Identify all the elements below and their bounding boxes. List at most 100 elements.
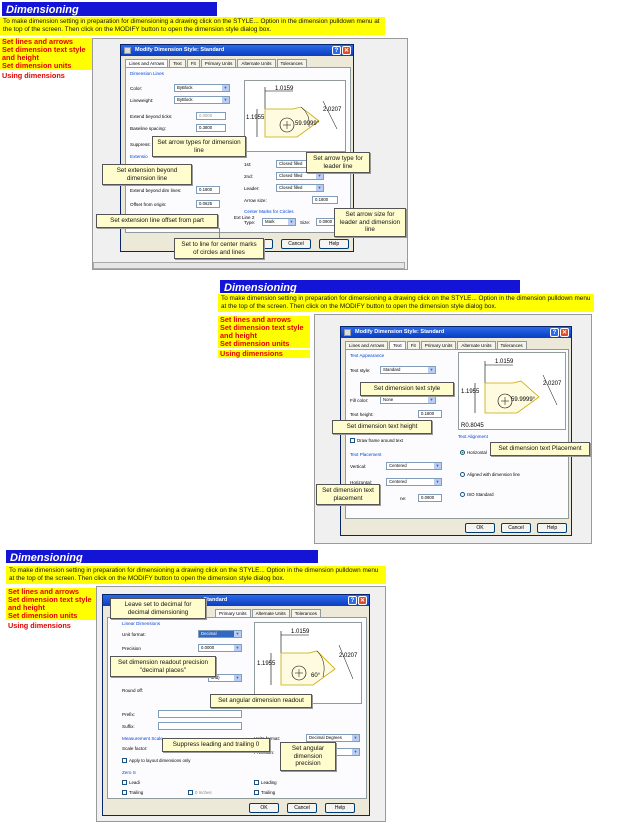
radio-dot[interactable] <box>460 492 465 497</box>
cancel-button[interactable]: Cancel <box>281 239 311 249</box>
ok-button[interactable]: OK <box>465 523 495 533</box>
apply-layout-checkbox[interactable]: Apply to layout dimensions only <box>122 758 191 763</box>
angular-leading-checkbox[interactable]: Leading <box>254 780 277 785</box>
tab-tolerances[interactable]: Tolerances <box>290 609 321 617</box>
vertical-select[interactable]: Centered▼ <box>386 462 442 470</box>
topic-units[interactable]: Set dimension units <box>6 612 98 620</box>
prefix-label: Prefix: <box>122 712 136 717</box>
tab-tolerances[interactable]: Tolerances <box>276 59 307 67</box>
help-button[interactable]: Help <box>319 239 349 249</box>
chevron-down-icon[interactable]: ▼ <box>434 479 441 485</box>
arrow-second-select[interactable]: Closed filled▼ <box>276 172 324 180</box>
chevron-down-icon[interactable]: ▼ <box>352 735 359 741</box>
offset-input[interactable]: 0.0625 <box>196 200 220 208</box>
cancel-button[interactable]: Cancel <box>501 523 531 533</box>
topic-units[interactable]: Set dimension units <box>0 62 92 70</box>
arrow-size-input[interactable]: 0.1800 <box>312 196 338 204</box>
chevron-down-icon[interactable]: ▼ <box>234 675 241 681</box>
fill-color-select[interactable]: None▼ <box>380 396 436 404</box>
angular-units-select[interactable]: Decimal Degrees▼ <box>306 734 360 742</box>
tab-tolerances[interactable]: Tolerances <box>496 341 527 349</box>
tab-fit[interactable]: Fit <box>406 341 420 349</box>
help-icon[interactable]: ? <box>332 46 341 55</box>
extend-dim-input[interactable]: 0.1800 <box>196 186 220 194</box>
preview-drawing: 1.0159 1.1955 2.0207 59.9999° <box>246 86 342 138</box>
leading-checkbox[interactable]: Leadi <box>122 780 140 785</box>
tab-primary-units[interactable]: Primary Units <box>200 59 237 67</box>
close-icon[interactable]: ✕ <box>342 46 351 55</box>
tab-fit[interactable]: Fit <box>186 59 200 67</box>
precision-select[interactable]: 0.0000▼ <box>198 644 242 652</box>
chevron-down-icon[interactable]: ▼ <box>222 85 229 91</box>
checkbox-box[interactable] <box>254 790 259 795</box>
tab-alternate-units[interactable]: Alternate Units <box>251 609 290 617</box>
topic-using[interactable]: Using dimensions <box>0 72 92 80</box>
lineweight-select[interactable]: ByBlock▼ <box>174 96 230 104</box>
chevron-down-icon[interactable]: ▼ <box>234 645 241 651</box>
close-icon[interactable]: ✕ <box>560 328 569 337</box>
chevron-down-icon[interactable]: ▼ <box>234 631 241 637</box>
tab-text[interactable]: Text <box>169 59 186 67</box>
checkbox-box[interactable] <box>188 790 193 795</box>
chevron-down-icon[interactable]: ▼ <box>434 463 441 469</box>
color-select[interactable]: ByBlock▼ <box>174 84 230 92</box>
tab-primary-units[interactable]: Primary Units <box>215 609 251 617</box>
draw-frame-checkbox[interactable]: Draw frame around text <box>350 438 403 443</box>
topic-text-style[interactable]: Set dimension text style and height <box>218 324 310 340</box>
inches-checkbox[interactable]: 0 Inches <box>188 790 212 795</box>
horizontal-scrollbar[interactable] <box>93 262 405 269</box>
decimal-separator-select[interactable]: und)▼ <box>208 674 242 682</box>
help-button[interactable]: Help <box>325 803 355 813</box>
checkbox-box[interactable] <box>122 780 127 785</box>
unit-format-select[interactable]: Decimal▼ <box>198 630 242 638</box>
checkbox-box[interactable] <box>122 790 127 795</box>
align-aligned-radio[interactable]: Aligned with dimension line <box>460 472 520 477</box>
topic-using[interactable]: Using dimensions <box>218 350 310 358</box>
align-iso-radio[interactable]: ISO Standard <box>460 492 494 497</box>
text-height-input[interactable]: 0.1800 <box>418 410 442 418</box>
help-icon[interactable]: ? <box>550 328 559 337</box>
topic-using[interactable]: Using dimensions <box>6 622 98 630</box>
chevron-down-icon[interactable]: ▼ <box>316 185 323 191</box>
trailing-checkbox[interactable]: Trailing <box>122 790 143 795</box>
checkbox-box[interactable] <box>350 438 355 443</box>
chevron-down-icon[interactable]: ▼ <box>222 97 229 103</box>
align-horizontal-radio[interactable]: Horizontal <box>460 450 487 455</box>
tab-primary-units[interactable]: Primary Units <box>420 341 457 349</box>
help-icon[interactable]: ? <box>348 596 357 605</box>
topic-lines-arrows[interactable]: Set lines and arrows <box>6 588 98 596</box>
tab-text[interactable]: Text <box>389 341 406 349</box>
topic-text-style[interactable]: Set dimension text style and height <box>0 46 92 62</box>
offset-input[interactable]: 0.0900 <box>418 494 442 502</box>
chevron-down-icon[interactable]: ▼ <box>288 219 295 225</box>
baseline-input[interactable]: 0.3800 <box>196 124 226 132</box>
text-style-select[interactable]: Standard▼ <box>380 366 436 374</box>
prefix-input[interactable] <box>158 710 242 718</box>
topic-lines-arrows[interactable]: Set lines and arrows <box>218 316 310 324</box>
angular-trailing-checkbox[interactable]: Trailing <box>254 790 275 795</box>
chevron-down-icon[interactable]: ▼ <box>352 749 359 755</box>
cancel-button[interactable]: Cancel <box>287 803 317 813</box>
topic-text-style[interactable]: Set dimension text style and height <box>6 596 98 612</box>
center-type-select[interactable]: Mark▼ <box>262 218 296 226</box>
chevron-down-icon[interactable]: ▼ <box>316 173 323 179</box>
topic-lines-arrows[interactable]: Set lines and arrows <box>0 38 92 46</box>
radio-dot[interactable] <box>460 450 465 455</box>
close-icon[interactable]: ✕ <box>358 596 367 605</box>
chevron-down-icon[interactable]: ▼ <box>428 397 435 403</box>
suffix-input[interactable] <box>158 722 242 730</box>
ok-button[interactable]: OK <box>249 803 279 813</box>
help-button[interactable]: Help <box>537 523 567 533</box>
tab-lines-arrows[interactable]: Lines and Arrows <box>345 341 389 349</box>
tab-alternate-units[interactable]: Alternate Units <box>457 341 496 349</box>
horizontal-select[interactable]: Centered▼ <box>386 478 442 486</box>
extend-ticks-input[interactable]: 0.0000 <box>196 112 226 120</box>
checkbox-box[interactable] <box>122 758 127 763</box>
radio-dot[interactable] <box>460 472 465 477</box>
chevron-down-icon[interactable]: ▼ <box>428 367 435 373</box>
topic-units[interactable]: Set dimension units <box>218 340 310 348</box>
tab-alternate-units[interactable]: Alternate Units <box>237 59 276 67</box>
arrow-leader-select[interactable]: Closed filled▼ <box>276 184 324 192</box>
checkbox-box[interactable] <box>254 780 259 785</box>
tab-lines-arrows[interactable]: Lines and Arrows <box>125 59 169 67</box>
